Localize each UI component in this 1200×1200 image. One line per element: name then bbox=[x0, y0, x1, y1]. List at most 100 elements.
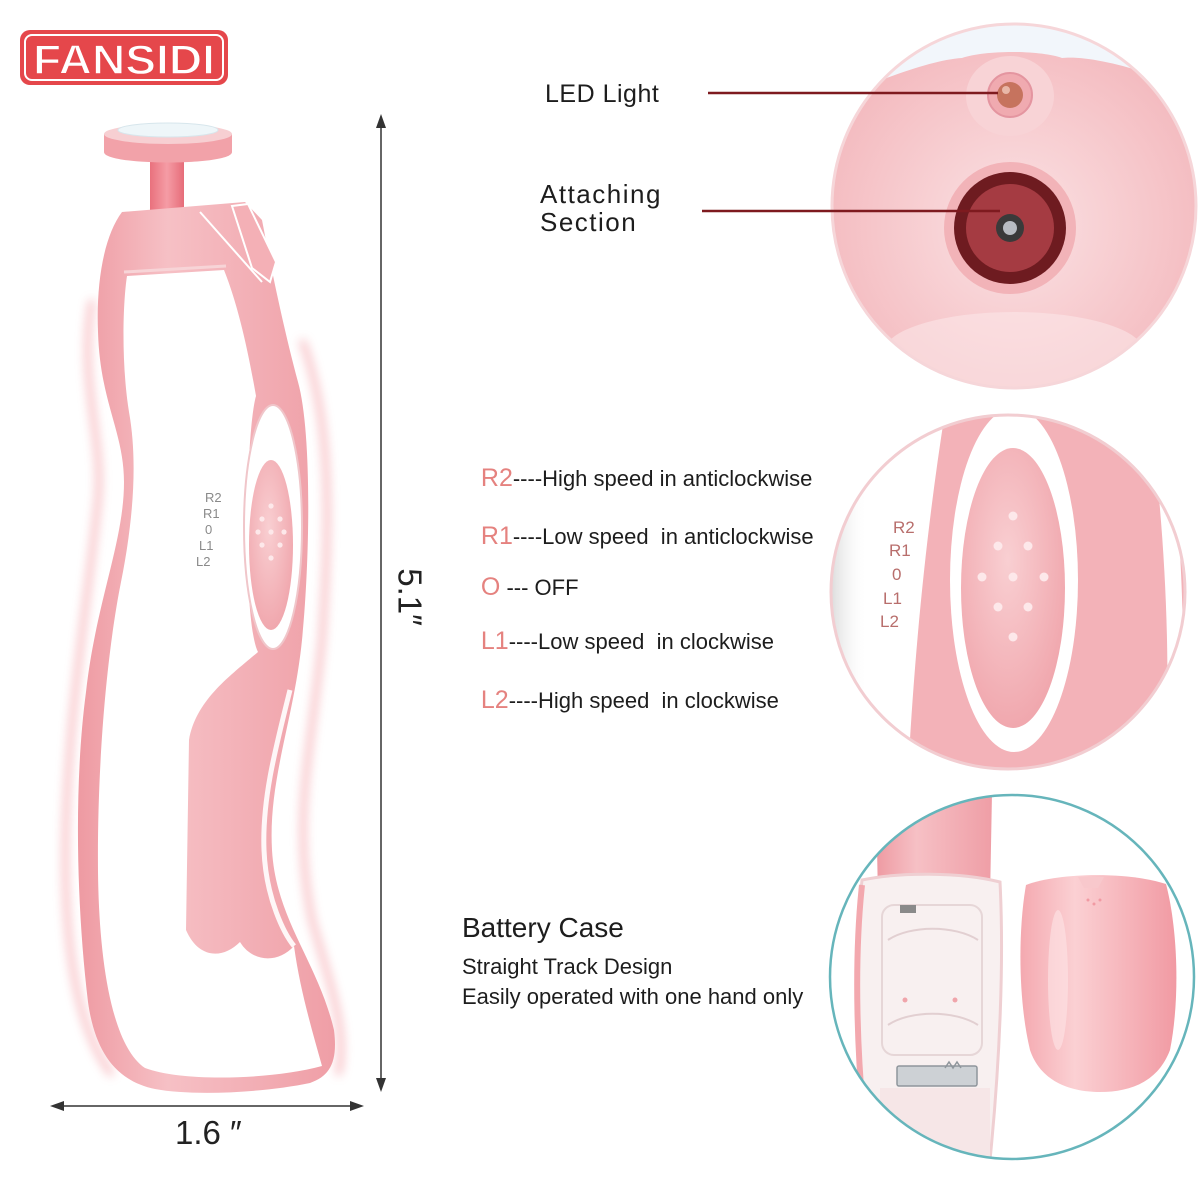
closeup-edge-shade bbox=[831, 415, 868, 769]
speed-mode-r1: R1----Low speed in anticlockwise bbox=[472, 508, 814, 549]
switch-dot bbox=[281, 529, 287, 535]
switch-dot bbox=[1039, 572, 1049, 582]
switch-dot bbox=[255, 529, 261, 535]
cap-vent-dot bbox=[1098, 898, 1102, 902]
height-dimension-arrow bbox=[376, 114, 386, 1092]
device-label-l2: L2 bbox=[196, 554, 210, 569]
battery-case-title: Battery Case bbox=[462, 912, 624, 943]
led-light-label: LED Light bbox=[545, 80, 660, 108]
device-switch-labels: R2 R1 0 L1 L2 bbox=[196, 490, 222, 569]
closeup-body-highlight bbox=[884, 312, 1144, 388]
arrowhead-right bbox=[350, 1101, 364, 1111]
speed-mode-code: O bbox=[480, 573, 501, 601]
cap-vent-dot bbox=[1092, 902, 1096, 906]
speed-mode-l2: L2----High speed in clockwise bbox=[472, 672, 779, 713]
device-label-r1: R1 bbox=[203, 506, 220, 521]
collar-line bbox=[199, 211, 263, 283]
closeup-border bbox=[830, 22, 1198, 390]
device-label-r2: R2 bbox=[205, 490, 222, 505]
closeup-label-l2: L2 bbox=[880, 612, 899, 631]
cap-notch bbox=[1078, 877, 1104, 888]
switch-dot bbox=[1023, 541, 1033, 551]
switch-dot bbox=[268, 529, 274, 535]
height-dimension-label: 5.1″ bbox=[391, 568, 429, 626]
collar-edge bbox=[123, 264, 227, 274]
attaching-section-label-line2: Section bbox=[540, 207, 638, 237]
speed-mode-description: ----High speed in clockwise bbox=[508, 688, 779, 713]
glow-left bbox=[62, 299, 114, 1077]
head-stem bbox=[150, 158, 184, 214]
switch-closeup-circle: R2 R1 0 L1 L2 bbox=[829, 413, 1187, 771]
closeup-label-l1: L1 bbox=[883, 589, 902, 608]
battery-track-top bbox=[887, 927, 979, 941]
body-side-highlight bbox=[261, 689, 296, 948]
arrowhead-down bbox=[376, 1078, 386, 1092]
socket-shaft bbox=[1003, 221, 1017, 235]
cap-vent bbox=[1086, 898, 1102, 906]
switch-dot bbox=[277, 516, 283, 522]
switch-dot bbox=[993, 602, 1003, 612]
device-label-l1: L1 bbox=[199, 538, 213, 553]
battery-contact bbox=[896, 1065, 978, 1087]
battery-spring bbox=[944, 1060, 962, 1070]
compartment-dot bbox=[952, 997, 958, 1003]
battery-track-bottom bbox=[887, 1012, 979, 1026]
switch-dot bbox=[277, 542, 283, 548]
speed-mode-r2: R2----High speed in anticlockwise bbox=[472, 450, 813, 492]
switch-dot bbox=[977, 572, 987, 582]
switch-dot bbox=[1008, 572, 1018, 582]
cap-vent-dot bbox=[1086, 898, 1090, 902]
closeup-switch-labels: R2 R1 0 L1 L2 bbox=[880, 518, 915, 631]
speed-mode-code: L1 bbox=[480, 627, 509, 655]
battery-closeup-circle bbox=[828, 793, 1196, 1161]
arrowhead-up bbox=[376, 114, 386, 128]
battery-case-feature: Straight Track Design bbox=[462, 954, 673, 979]
attaching-socket bbox=[944, 162, 1076, 294]
speed-mode-code: R2 bbox=[480, 464, 513, 492]
brand-logo: FANSIDI bbox=[20, 30, 228, 85]
glow-right bbox=[299, 339, 344, 1076]
product-glow bbox=[62, 299, 344, 1077]
closeup-switch-slider bbox=[961, 448, 1065, 728]
switch-dots bbox=[255, 503, 287, 561]
speed-mode-off: O --- OFF bbox=[472, 559, 579, 600]
logo-text: FANSIDI bbox=[33, 36, 215, 83]
switch-button bbox=[243, 404, 303, 650]
speed-mode-description: --- OFF bbox=[500, 575, 579, 600]
switch-dot bbox=[1008, 511, 1018, 521]
logo-badge bbox=[20, 30, 228, 85]
cap-highlight bbox=[1048, 910, 1068, 1050]
speed-mode-code: L2 bbox=[480, 686, 509, 714]
battery-case-feature: Easily operated with one hand only bbox=[462, 984, 804, 1009]
closeup-border bbox=[829, 413, 1187, 771]
speed-mode-description: ----Low speed in clockwise bbox=[508, 629, 775, 654]
switch-dot bbox=[1008, 632, 1018, 642]
switch-dot bbox=[268, 555, 274, 561]
arrowhead-left bbox=[50, 1101, 64, 1111]
speed-mode-description: ----High speed in anticlockwise bbox=[512, 466, 813, 491]
closeup-switch-dots bbox=[977, 511, 1049, 642]
switch-dot bbox=[993, 541, 1003, 551]
width-dimension-label: 1.6 ″ bbox=[175, 1114, 242, 1151]
top-contact bbox=[900, 905, 916, 913]
compartment-dot bbox=[902, 997, 908, 1003]
closeup-label-r2: R2 bbox=[893, 518, 915, 537]
speed-mode-description: ----Low speed in anticlockwise bbox=[512, 524, 814, 549]
compartment-base bbox=[880, 1088, 990, 1158]
led-closeup-circle bbox=[830, 22, 1198, 390]
width-dimension-arrow bbox=[50, 1101, 364, 1111]
closeup-label-0: 0 bbox=[892, 565, 901, 584]
switch-dot bbox=[259, 542, 265, 548]
collar bbox=[123, 202, 278, 284]
product-trimmer: R2 R1 0 L1 L2 bbox=[62, 122, 344, 1093]
led-light-lens bbox=[997, 82, 1023, 108]
battery-slot bbox=[881, 904, 983, 1056]
grinding-pad bbox=[117, 122, 219, 138]
body-front-face bbox=[97, 270, 322, 1078]
switch-slider bbox=[249, 460, 293, 630]
led-lens-highlight bbox=[1002, 86, 1010, 94]
logo-inner-border bbox=[24, 34, 224, 81]
grinding-head bbox=[104, 122, 232, 163]
speed-mode-l1: L1----Low speed in clockwise bbox=[472, 613, 774, 654]
